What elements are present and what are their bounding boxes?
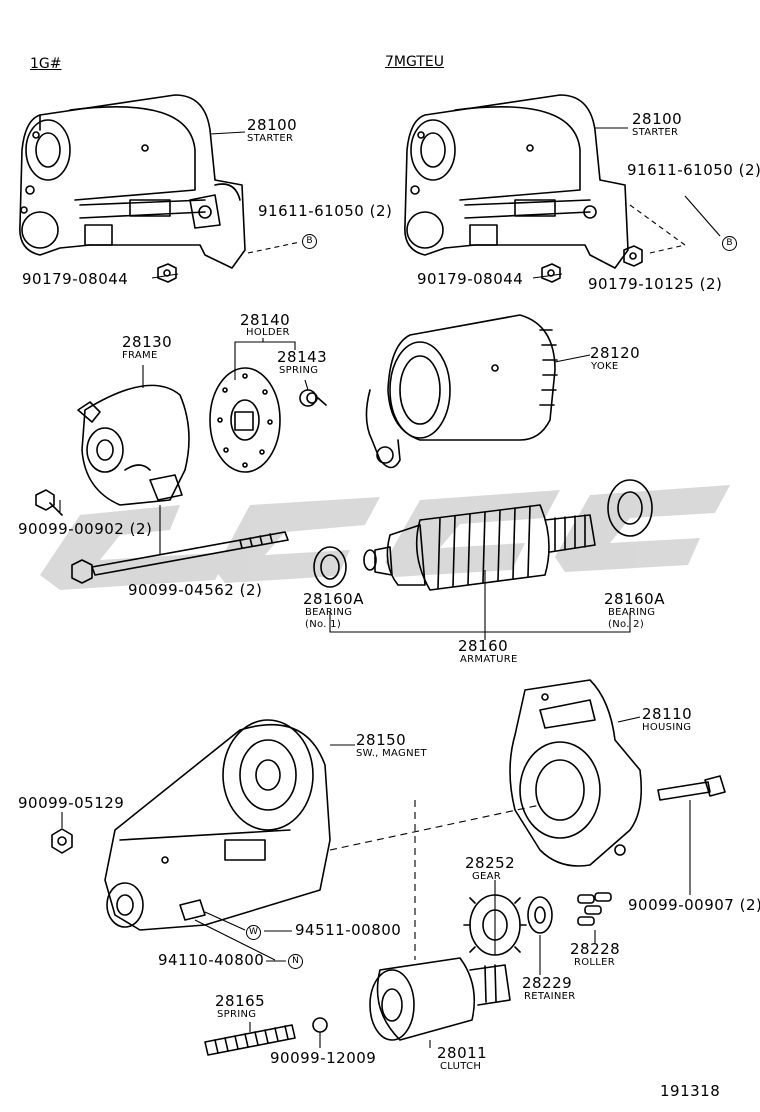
nut-right-drawing bbox=[541, 263, 561, 283]
housing-name: HOUSING bbox=[642, 722, 692, 733]
holder-drawing bbox=[209, 367, 281, 473]
nut-40800-number: 94110-40800 bbox=[158, 951, 265, 969]
bearing1-drawing bbox=[313, 546, 347, 588]
yoke-number: 28120 bbox=[590, 344, 641, 362]
armature-drawing bbox=[363, 504, 596, 591]
spring-28143-number: 28143 bbox=[277, 348, 328, 366]
spring-28143-name: SPRING bbox=[279, 365, 319, 376]
retainer-number: 28229 bbox=[522, 974, 573, 992]
starter-left-number: 28100 bbox=[247, 116, 298, 134]
roller-number: 28228 bbox=[570, 940, 621, 958]
nut-right2-drawing bbox=[623, 245, 643, 267]
starter-right-number: 28100 bbox=[632, 110, 683, 128]
bolt-left-number: 91611-61050 (2) bbox=[258, 202, 393, 220]
nut-left-number: 90179-08044 bbox=[22, 270, 129, 288]
bolt-right-number: 91611-61050 (2) bbox=[627, 161, 760, 179]
frame-number: 28130 bbox=[122, 333, 173, 351]
clutch-name: CLUTCH bbox=[440, 1061, 482, 1072]
nut-right-number: 90179-08044 bbox=[417, 270, 524, 288]
screw-00902-drawing bbox=[35, 489, 63, 516]
starter-left-drawing bbox=[19, 94, 246, 269]
bolt-00907-drawing bbox=[657, 775, 726, 801]
starter-left-name: STARTER bbox=[247, 133, 294, 144]
frame-drawing bbox=[77, 384, 190, 506]
starter-right-drawing bbox=[404, 94, 629, 269]
roller-drawing bbox=[577, 892, 612, 926]
yoke-name: YOKE bbox=[591, 361, 619, 372]
clutch-number: 28011 bbox=[437, 1044, 488, 1062]
yoke-drawing bbox=[365, 314, 558, 469]
armature-number: 28160 bbox=[458, 637, 509, 655]
nut-05129-number: 90099-05129 bbox=[18, 794, 125, 812]
holder-number: 28140 bbox=[240, 311, 291, 329]
bearing2-number: 28160A bbox=[604, 590, 665, 608]
armature-name: ARMATURE bbox=[460, 654, 518, 665]
bearing2-name: BEARING bbox=[608, 607, 656, 618]
nut-left-drawing bbox=[157, 263, 177, 283]
bolt-04562-number: 90099-04562 (2) bbox=[128, 581, 263, 599]
screw-00902-number: 90099-00902 (2) bbox=[18, 520, 153, 538]
n-mark: N bbox=[288, 954, 303, 969]
gear-name: GEAR bbox=[472, 871, 502, 882]
bolt-00907-number: 90099-00907 (2) bbox=[628, 896, 760, 914]
housing-drawing bbox=[509, 679, 643, 867]
bearing2-note: (No. 2) bbox=[608, 619, 645, 630]
bearing1-note: (No. 1) bbox=[305, 619, 342, 630]
magnet-switch-number: 28150 bbox=[356, 731, 407, 749]
roller-name: ROLLER bbox=[574, 957, 616, 968]
figure-number: 191318 bbox=[660, 1082, 721, 1100]
holder-name: HOLDER bbox=[246, 327, 290, 338]
magnet-switch-drawing bbox=[104, 719, 331, 931]
retainer-drawing bbox=[527, 896, 553, 934]
spring-28143-drawing bbox=[299, 389, 327, 407]
bearing1-name: BEARING bbox=[305, 607, 353, 618]
bolt-04562-drawing bbox=[71, 531, 289, 584]
spring-28165-name: SPRING bbox=[217, 1009, 257, 1020]
b-mark-left: B bbox=[302, 234, 317, 249]
header-left: 1G# bbox=[30, 56, 62, 72]
spring-28165-drawing bbox=[204, 1024, 296, 1056]
spring-28165-number: 28165 bbox=[215, 992, 266, 1010]
washer-number: 94511-00800 bbox=[295, 921, 402, 939]
retainer-name: RETAINER bbox=[524, 991, 576, 1002]
housing-number: 28110 bbox=[642, 705, 693, 723]
header-right: 7MGTEU bbox=[385, 54, 444, 70]
bearing1-number: 28160A bbox=[303, 590, 364, 608]
clutch-drawing bbox=[369, 957, 511, 1041]
gear-number: 28252 bbox=[465, 854, 516, 872]
ball-number: 90099-12009 bbox=[270, 1049, 377, 1067]
nut-05129-drawing bbox=[51, 828, 73, 854]
starter-right-name: STARTER bbox=[632, 127, 679, 138]
ball-drawing bbox=[312, 1017, 328, 1033]
bearing2-drawing bbox=[607, 479, 653, 537]
nut-right2-number: 90179-10125 (2) bbox=[588, 275, 723, 293]
w-mark: W bbox=[246, 925, 261, 940]
b-mark-right: B bbox=[722, 236, 737, 251]
frame-name: FRAME bbox=[122, 350, 158, 361]
magnet-switch-name: SW., MAGNET bbox=[356, 748, 427, 759]
